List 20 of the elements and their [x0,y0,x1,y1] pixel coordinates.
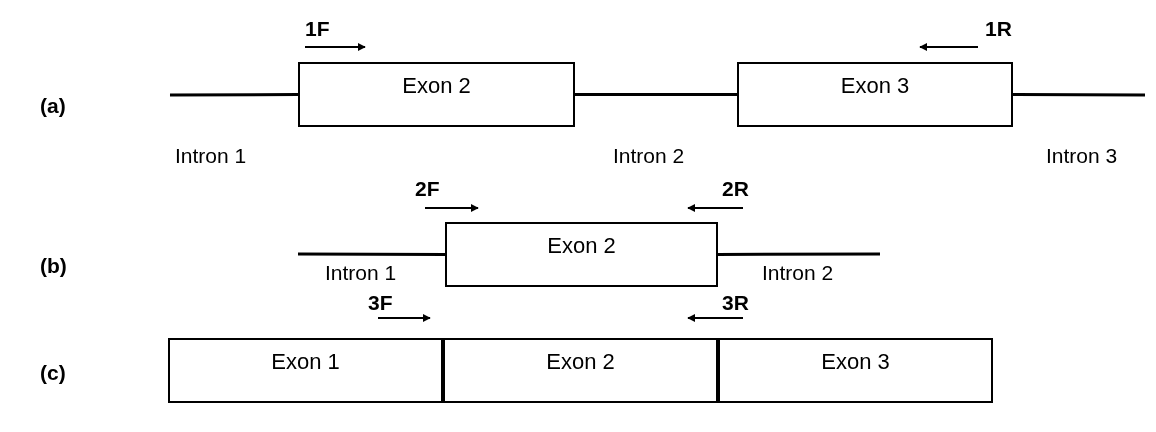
intron-line [170,93,298,97]
primer-label: 3R [722,292,749,313]
primer-label: 2R [722,178,749,199]
intron-line [298,252,445,256]
intron-line [1013,93,1145,97]
primer-label: 3F [368,292,393,313]
intron-line [718,252,880,256]
primer-label: 2F [415,178,440,199]
exon-box: Exon 2 [443,338,718,403]
exon-box: Exon 3 [718,338,993,403]
primer-label: 1R [985,18,1012,39]
exon-box: Exon 2 [445,222,718,287]
panel-label: (a) [40,95,66,116]
panel-label: (c) [40,362,66,383]
panel-label: (b) [40,255,67,276]
exon-box: Exon 2 [298,62,575,127]
intron-line [575,93,737,96]
exon-box: Exon 3 [737,62,1013,127]
primer-label: 1F [305,18,330,39]
exon-box: Exon 1 [168,338,443,403]
